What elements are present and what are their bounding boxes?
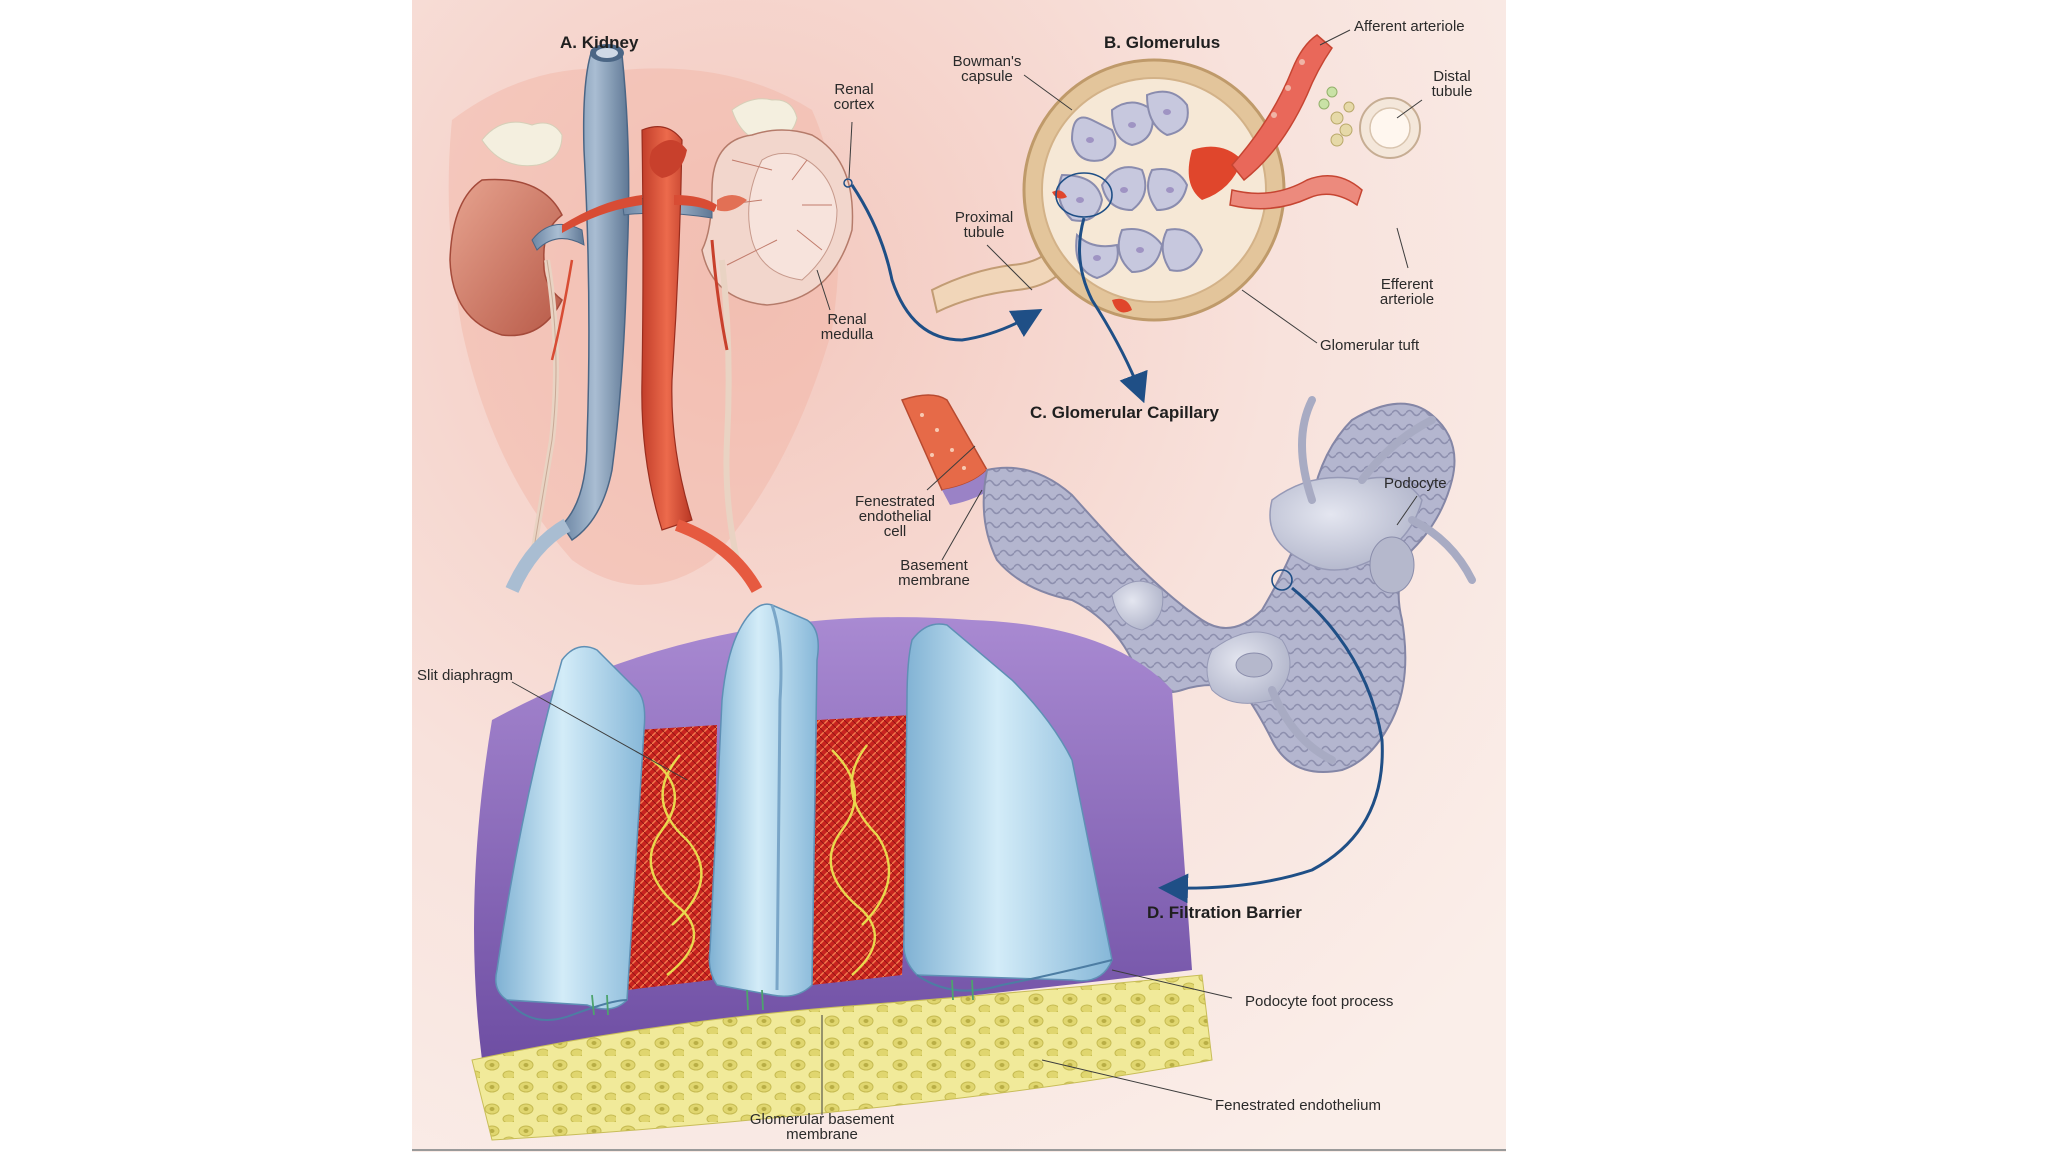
connector-arrows bbox=[850, 184, 1384, 904]
label-distal-tubule: Distal tubule bbox=[1431, 68, 1473, 100]
capillary-panel bbox=[900, 394, 1476, 773]
label-podocyte-foot-process: Podocyte foot process bbox=[1245, 993, 1394, 1010]
panel-a-title: A. Kidney bbox=[560, 33, 639, 52]
podocyte-foot-processes-shape bbox=[495, 603, 1113, 1021]
label-efferent-arteriole: Efferent arteriole bbox=[1379, 276, 1435, 308]
filtration-barrier-panel bbox=[471, 603, 1213, 1141]
label-fenestrated-endothelial-cell: Fenestrated endothelial cell bbox=[854, 493, 936, 540]
label-proximal-tubule: Proximal tubule bbox=[954, 209, 1014, 241]
label-bowmans-capsule: Bowman's capsule bbox=[952, 53, 1022, 85]
label-glomerular-tuft: Glomerular tuft bbox=[1320, 337, 1420, 354]
label-renal-medulla: Renal medulla bbox=[820, 311, 874, 343]
kidney-filtration-illustration: A. Kidney bbox=[412, 0, 1506, 1152]
arrow-capillary-to-barrier bbox=[1158, 586, 1384, 904]
panel-d-title: D. Filtration Barrier bbox=[1147, 903, 1302, 922]
arrow-kidney-to-glomerulus bbox=[850, 184, 1043, 342]
arrow-glomerulus-to-capillary bbox=[1078, 217, 1148, 404]
label-glomerular-basement-membrane: Glomerular basement membrane bbox=[749, 1111, 895, 1143]
panel-c-title: C. Glomerular Capillary bbox=[1030, 403, 1219, 422]
label-slit-diaphragm: Slit diaphragm bbox=[417, 667, 513, 684]
figure-panel: A. Kidney bbox=[412, 0, 1506, 1152]
label-fenestrated-endothelium: Fenestrated endothelium bbox=[1215, 1097, 1381, 1114]
label-renal-cortex: Renal cortex bbox=[833, 81, 875, 113]
label-afferent-arteriole: Afferent arteriole bbox=[1354, 18, 1465, 35]
kidney-panel bbox=[448, 44, 854, 594]
panel-b-title: B. Glomerulus bbox=[1104, 33, 1220, 52]
label-podocyte: Podocyte bbox=[1384, 475, 1447, 492]
fenestrated-endothelium-shape bbox=[471, 974, 1213, 1141]
glomerulus-panel bbox=[930, 34, 1421, 322]
leader-lines bbox=[511, 29, 1423, 1115]
vena-cava bbox=[561, 45, 630, 542]
left-kidney bbox=[449, 178, 563, 337]
slit-diaphragm-shape bbox=[627, 725, 717, 990]
label-basement-membrane: Basement membrane bbox=[898, 557, 970, 589]
